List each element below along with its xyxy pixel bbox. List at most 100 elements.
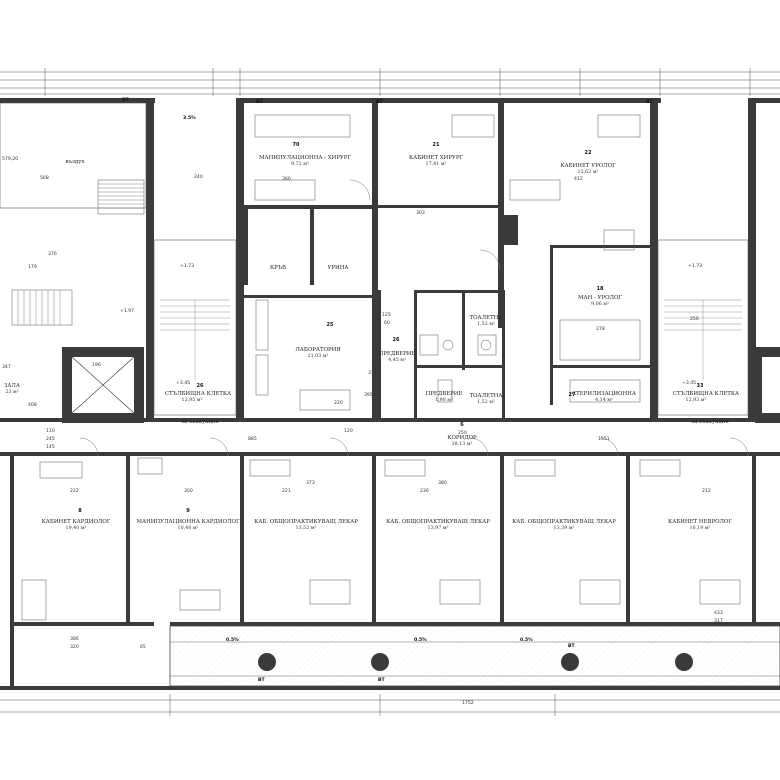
room-area-stalb-right: 12,93 м² [685,398,707,403]
dim-278: 278 [596,327,605,332]
slope-label-top: 3.5% [183,116,196,121]
dim-395: 395 [364,393,373,398]
level-label-right: +1.73 [688,264,703,269]
room-area-zala: 23 м² [5,390,19,395]
room-area-manip-kardiolog: 10,48 м² [177,526,199,531]
dim-408: 408 [28,403,37,408]
room-no-manip-hirurg: 70 [292,142,300,148]
room-no-koridor: 6 [460,422,464,428]
room-label-predverie-small: ПРЕДВЕРИЕ [425,391,463,397]
dim-300: 300 [184,489,193,494]
dim-65: 65 [140,645,146,650]
dim-212: 212 [702,489,711,494]
evacuation-label-right: за евакуация [691,419,729,425]
room-area-kab-urolog: 15,62 м² [577,170,599,175]
room-no-kab-kardiolog: 8 [78,508,82,514]
slope-label-balcony-right: 0.5% [520,638,533,643]
room-area-man-urolog: 9,06 м² [591,302,609,307]
room-label-zala: ЗАЛА [3,383,21,389]
dim-245: 245 [46,437,55,442]
room-no-kab-hirurg: 21 [432,142,440,148]
slope-label-balcony-mid: 0.5% [414,638,427,643]
room-area-laboratoria: 21,03 м² [307,354,329,359]
room-area-stalb-left: 12,95 м² [181,398,203,403]
air-shaft-outline [0,102,147,209]
dim-412: 412 [574,177,583,182]
room-label-kab-urolog: КАБИНЕТ УРОЛОГ [560,163,616,169]
vt-label-1: ВТ [256,100,263,105]
evacuation-label-left: за евакуация [181,419,219,425]
dim-221: 221 [282,489,291,494]
room-area-kab-kardiolog: 19,40 м² [65,526,87,531]
top-dimension-lines [0,68,780,96]
dim-196: 196 [92,363,101,368]
dim-1551: 1551 [598,437,610,442]
dim-250: 250 [458,431,467,436]
room-area-toaletna-2: 1,52 м² [477,400,495,405]
room-area-manip-hirurg: 9,72 м² [291,162,309,167]
dim-347: 347 [2,365,11,370]
room-label-steriliz: СТЕРИЛИЗАЦИОННА [572,391,636,397]
dim-120: 120 [344,429,353,434]
drain-circles [258,653,693,671]
dim-320: 320 [70,645,79,650]
dim-125: 125 [382,313,391,318]
dim-179: 179 [28,265,37,270]
slope-label-balcony-left: 0.5% [226,638,239,643]
stair-treads-left [98,183,144,209]
room-area-predverie-small: 1,98 м² [435,398,453,403]
room-area-steriliz: 4,14 м² [595,398,613,403]
dim-236: 236 [420,489,429,494]
room-no-stalb-left: 26 [196,383,204,389]
dim-579: 579,20 [2,157,19,162]
upper-fixtures [254,114,641,411]
room-label-urina: УРИНА [327,265,349,271]
room-label-manip-hirurg: МАНИПУЛАЦИОННА - ХИРУРГ [259,155,351,161]
vt-label-4: ВТ [646,100,653,105]
room-no-kab-urolog: 22 [584,150,592,156]
room-area-kab-op-2: 13,97 м² [427,526,449,531]
room-no-man-urolog: 18 [596,286,604,292]
level-label-right2: +3.45 [682,381,697,386]
dim-380: 380 [438,481,447,486]
room-label-kab-hirurg: КАБИНЕТ ХИРУРГ [408,155,464,161]
dim-885: 885 [248,437,257,442]
vt-label-7: ВТ [568,644,575,649]
room-label-krav: КРЪВ [269,265,287,271]
room-label-laboratoria: ЛАБОРАТОРИЯ [295,347,341,353]
room-label-kab-op-2: КАБ. ОБЩОПРАКТИКУВАЩ ЛЕКАР [386,519,490,525]
level-label-mid: +3.45 [176,381,191,386]
dim-256: 256 [690,317,699,322]
dim-372: 372 [368,371,377,376]
dim-373: 373 [306,481,315,486]
room-label-kab-op-3: КАБ. ОБЩОПРАКТИКУВАЩ ЛЕКАР [512,519,616,525]
vt-label-3: ВТ [376,100,383,105]
room-no-predverie: 26 [392,337,400,343]
level-label-stair: +1.97 [120,309,135,314]
stair-core-left [153,239,237,416]
room-label-toaletna-1: ТОАЛЕТНА [469,315,503,321]
stair-core-right [657,239,749,416]
dim-110: 110 [46,429,55,434]
room-label-man-urolog: МАН - УРОЛОГ [578,295,622,301]
room-label-toaletna-2: ТОАЛЕТНА [469,393,503,399]
room-label-manip-kardiolog: МАНИПУЛАЦИОННА КАРДИОЛОГ [136,519,240,525]
dim-145: 145 [46,445,55,450]
room-no-steriliz: 27 [568,392,576,398]
lower-fixtures [21,457,741,621]
dim-1752: 1752 [462,701,474,706]
room-label-koridor: КОРИДОР [447,435,477,441]
upper-partitions [244,205,650,418]
dim-303: 303 [416,211,425,216]
dim-568: 568 [40,176,49,181]
dim-220: 220 [334,401,343,406]
room-no-manip-kardiolog: 9 [186,508,190,514]
dim-433: 433 [714,611,723,616]
dim-222: 222 [70,489,79,494]
stair-treads-left-lower [17,290,61,325]
dim-317: 317 [714,619,723,624]
room-area-predverie: 4,45 м² [388,358,406,363]
vt-label-5: ВТ [258,678,265,683]
room-label-predverie: ПРЕДВЕРИЕ [378,351,416,357]
